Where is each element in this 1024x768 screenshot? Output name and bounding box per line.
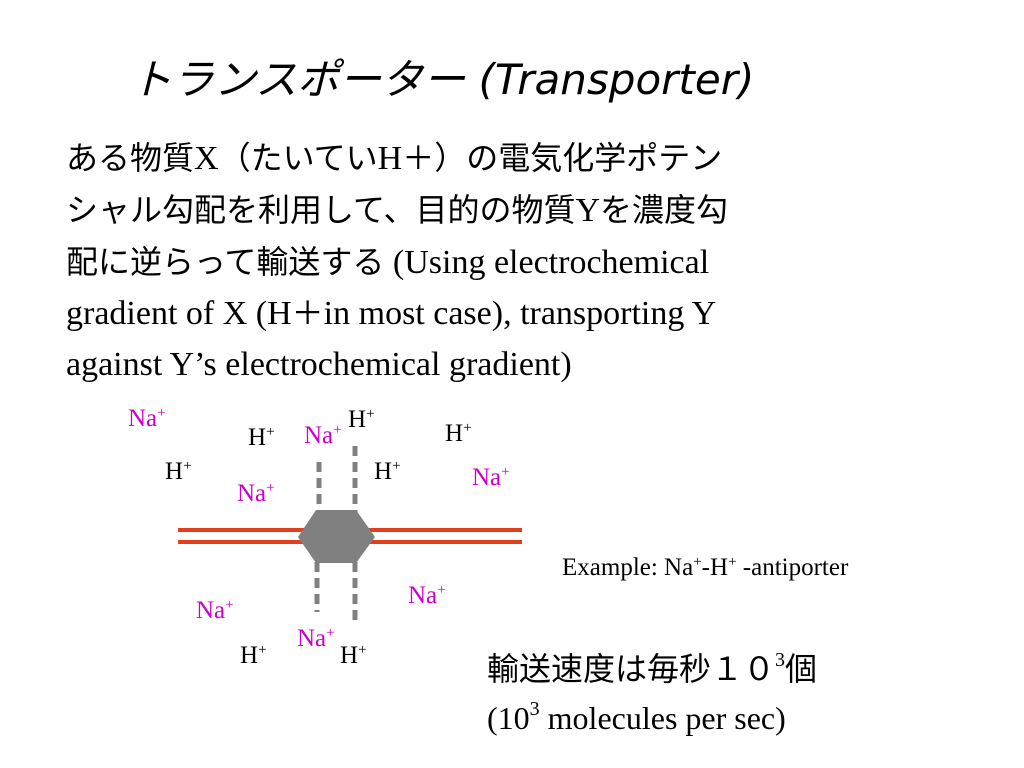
description-text: ある物質X（たいていH＋）の電気化学ポテン シャル勾配を利用して、目的の物質Yを… — [66, 132, 966, 390]
description-line-3: 配に逆らって輸送する (Using electrochemical — [66, 236, 966, 288]
h-ion-label: H+ — [445, 420, 472, 447]
na-ion-label: Na+ — [297, 625, 335, 652]
transport-rate: 輸送速度は毎秒１０3個 (103 molecules per sec) — [487, 648, 817, 740]
na-ion-label: Na+ — [408, 582, 446, 609]
h-ion-label: H+ — [340, 642, 367, 669]
text-fragment: in most case), transporting Y — [323, 295, 717, 332]
h-ion-label: H+ — [240, 642, 267, 669]
text-fragment: を濃度勾 — [600, 191, 729, 229]
h-ion-label: H+ — [348, 406, 375, 433]
text-fragment: gradient of X (H — [66, 295, 292, 332]
h-ion-label: H+ — [374, 458, 401, 485]
h-ion-label: H+ — [165, 458, 192, 485]
na-ion-label: Na+ — [472, 464, 510, 491]
text-fragment: 配に逆らって輸送する — [66, 243, 385, 281]
text-fragment: （たいてい — [218, 139, 378, 177]
plus-sign: ＋ — [402, 139, 435, 177]
description-line-4: gradient of X (H＋in most case), transpor… — [66, 288, 966, 339]
text-fragment: シャル勾配を利用して、目的の物質 — [66, 191, 576, 229]
na-ion-label: Na+ — [128, 405, 166, 432]
slide-title: トランスポーター (Transporter) — [130, 55, 755, 104]
text-fragment: H — [377, 140, 403, 177]
transporter-hexagon — [298, 510, 375, 563]
text-fragment: X — [194, 140, 219, 177]
h-ion-label: H+ — [248, 424, 275, 451]
example-caption: Example: Na+-H+ -antiporter — [562, 554, 849, 581]
text-fragment: ）の電気化学ポテン — [434, 139, 723, 177]
text-fragment: (Using electrochemical — [384, 244, 710, 281]
plus-sign: ＋ — [291, 294, 324, 332]
text-fragment: ある物質 — [66, 139, 195, 177]
description-line-2: シャル勾配を利用して、目的の物質Yを濃度勾 — [66, 184, 966, 236]
transport-rate-jp: 輸送速度は毎秒１０3個 — [487, 649, 818, 688]
text-fragment: Y — [575, 192, 601, 229]
na-ion-label: Na+ — [304, 422, 342, 449]
na-ion-label: Na+ — [196, 597, 234, 624]
na-ion-label: Na+ — [237, 480, 275, 507]
description-line-5: against Y’s electrochemical gradient) — [66, 346, 572, 383]
transport-rate-en: (103 molecules per sec) — [487, 698, 786, 736]
description-line-1: ある物質X（たいていH＋）の電気化学ポテン — [66, 132, 966, 184]
